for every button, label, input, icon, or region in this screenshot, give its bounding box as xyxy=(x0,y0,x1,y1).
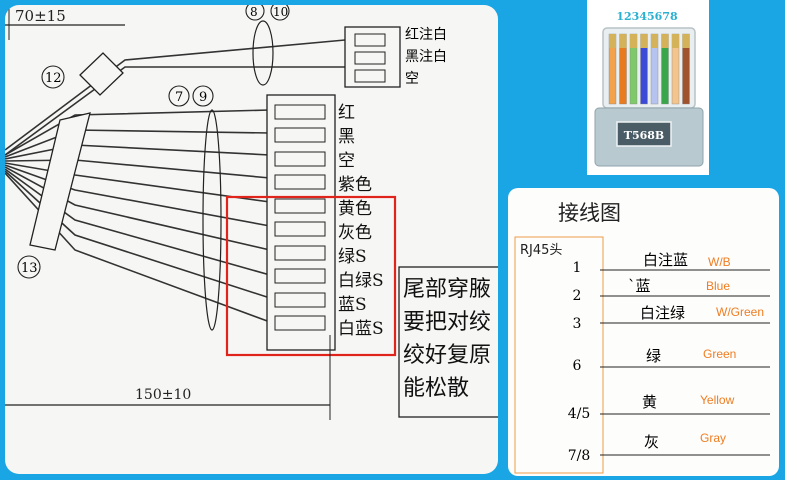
wire-group-ellipse-main xyxy=(202,109,222,331)
callouts xyxy=(17,5,290,279)
ferrite-block xyxy=(79,52,124,96)
wire-name-cn: 白注绿 xyxy=(640,304,685,322)
note-box xyxy=(398,266,498,418)
rj45-column-frame xyxy=(514,236,604,474)
wire-label-4: 紫色 xyxy=(338,175,372,195)
wire-label-10: 白蓝S xyxy=(338,319,384,339)
wire-name-en: Blue xyxy=(706,279,730,293)
wire-name-cn: `蓝 xyxy=(628,277,651,295)
plug-contact-4 xyxy=(640,34,648,48)
callout-12: 12 xyxy=(45,71,62,86)
wiring-diagram-panel: 接线图 RJ45头 1 白注蓝 W/B 2 `蓝 Blue 3 白注绿 W/Gr… xyxy=(508,188,779,476)
top-connector-label-3: 空 xyxy=(405,71,419,87)
t568b-label: T568B xyxy=(624,129,664,142)
plug-contact-2 xyxy=(619,34,627,48)
callout-13: 13 xyxy=(21,261,38,276)
plug-wires xyxy=(608,33,690,105)
wire-name-cn: 黄 xyxy=(642,393,657,411)
wiring-rows: 1 白注蓝 W/B 2 `蓝 Blue 3 白注绿 W/Green 6 绿 Gr… xyxy=(568,251,770,464)
wire-label-5: 黄色 xyxy=(338,199,372,219)
note-line-4: 能松散 xyxy=(403,376,469,401)
note-text: 尾部穿腋 要把对绞 绞好复原 能松散 xyxy=(403,277,491,401)
wire-label-7: 绿S xyxy=(338,247,367,267)
pin-number: 4/5 xyxy=(568,406,591,422)
plug-contact-8 xyxy=(682,34,690,48)
plug-body xyxy=(602,27,696,109)
callout-10: 10 xyxy=(273,5,288,19)
callout-7: 7 xyxy=(175,90,183,105)
pin-number: 1 xyxy=(573,260,582,276)
rj45-plug-drawing: 12345678 T568B xyxy=(594,10,704,167)
wire-label-3: 空 xyxy=(338,151,355,171)
highlight-box xyxy=(225,195,397,357)
wire-name-en: W/B xyxy=(708,255,731,269)
dimension-bottom-label: 150±10 xyxy=(135,387,191,403)
note-line-2: 要把对绞 xyxy=(403,310,491,335)
top-connector-label-2: 黑注白 xyxy=(405,49,447,65)
wire-name-en: Gray xyxy=(700,431,726,445)
cable-drawing-panel: 70±15 8 10 12 7 xyxy=(5,5,498,474)
wire-name-cn: 绿 xyxy=(646,347,661,365)
wire-name-en: Yellow xyxy=(700,393,735,407)
main-connector-pins xyxy=(274,104,326,331)
callout-8: 8 xyxy=(250,5,258,19)
wire-label-8: 白绿S xyxy=(338,271,384,291)
plug-contact-1 xyxy=(609,34,616,48)
wire-label-1: 红 xyxy=(338,103,355,123)
wire-name-en: Green xyxy=(703,347,736,361)
rj45-plug-image: 12345678 T568B xyxy=(587,0,709,175)
top-connector-pins xyxy=(354,33,386,83)
plug-contact-6 xyxy=(661,34,669,48)
dimension-top-label: 70±15 xyxy=(15,7,66,25)
wire-name-cn: 白注蓝 xyxy=(643,251,688,269)
note-line-1: 尾部穿腋 xyxy=(403,277,491,302)
pin-number: 7/8 xyxy=(568,448,591,464)
wiring-title: 接线图 xyxy=(558,201,621,225)
top-connector-label-1: 红注白 xyxy=(405,27,447,43)
wire-group-ellipse-top xyxy=(252,20,274,86)
pin-number: 6 xyxy=(573,358,582,374)
main-connector-labels: 红 黑 空 紫色 黄色 灰色 绿S 白绿S 蓝S 白蓝S xyxy=(338,103,384,339)
t568b-tag xyxy=(616,121,672,147)
rj45-header: RJ45头 xyxy=(520,243,562,258)
wire-name-cn: 灰 xyxy=(644,433,659,451)
plug-contact-5 xyxy=(651,34,658,48)
note-line-3: 绞好复原 xyxy=(403,343,491,368)
cable-drawing: 70±15 8 10 12 7 xyxy=(5,5,498,420)
wire-label-2: 黑 xyxy=(338,127,355,147)
wire-name-en: W/Green xyxy=(716,305,764,319)
cable-clamp xyxy=(29,112,91,251)
pin-number: 3 xyxy=(573,316,582,332)
wire-label-6: 灰色 xyxy=(338,223,372,243)
plug-contact-3 xyxy=(630,34,637,48)
wire-label-9: 蓝S xyxy=(338,295,367,315)
pin-number: 2 xyxy=(573,288,582,304)
plug-contact-7 xyxy=(672,34,679,48)
callout-9: 9 xyxy=(199,90,207,105)
wiring-diagram: 接线图 RJ45头 1 白注蓝 W/B 2 `蓝 Blue 3 白注绿 W/Gr… xyxy=(514,201,770,474)
pin-numbers: 12345678 xyxy=(616,10,678,23)
